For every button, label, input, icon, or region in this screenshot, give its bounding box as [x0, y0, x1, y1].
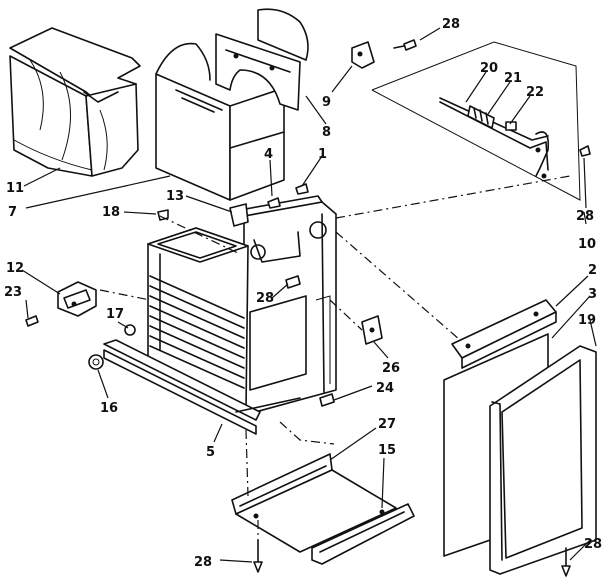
- callout-27: 27: [378, 417, 396, 432]
- callout-23: 23: [4, 285, 22, 300]
- door-frame-part-19: [489, 345, 597, 575]
- alignment-lines: [99, 175, 571, 540]
- callout-1: 1: [318, 147, 327, 162]
- callout-13: 13: [166, 189, 184, 204]
- screw-part-18: [157, 209, 169, 221]
- callout-17: 17: [106, 307, 124, 322]
- screw-part-4: [267, 197, 281, 209]
- screw-part-28-bottom: [253, 539, 263, 573]
- screw-part-28: [393, 39, 417, 51]
- clip-part-13: [229, 203, 249, 227]
- bag-clip-part-8: [215, 8, 309, 111]
- callout-28-bottom: 28: [194, 555, 212, 570]
- callout-4: 4: [264, 147, 273, 162]
- callout-15: 15: [378, 443, 396, 458]
- callout-3: 3: [588, 287, 597, 302]
- top-panel-part-10: [371, 41, 581, 201]
- callout-2: 2: [588, 263, 597, 278]
- callout-28-top: 28: [442, 17, 460, 32]
- callout-26: 26: [382, 361, 400, 376]
- drawer-tray-part-15: [231, 453, 415, 565]
- trim-strip-part-2: [451, 299, 557, 369]
- screw-part-28-bottom-right: [561, 547, 571, 577]
- callout-5: 5: [206, 445, 215, 460]
- leader-lines: [21, 27, 597, 563]
- callout-21: 21: [504, 71, 522, 86]
- callout-labels: 28 9 20 21 22 8 11 7 4 1 13 18 28 10 12 …: [4, 17, 602, 570]
- drawer-body: [147, 227, 249, 411]
- callout-18: 18: [102, 205, 120, 220]
- callout-12: 12: [6, 261, 24, 276]
- cabinet-frame-part-1: [239, 195, 337, 415]
- callout-28-bottom-right: 28: [584, 537, 602, 552]
- callout-28-right: 28: [576, 209, 594, 224]
- compactor-bag-part-11: [9, 27, 141, 177]
- clip-part-26: [361, 315, 383, 345]
- callout-24: 24: [376, 381, 394, 396]
- screw-part-24: [319, 393, 335, 407]
- hinge-bracket-part-12: [57, 281, 97, 317]
- callout-22: 22: [526, 85, 544, 100]
- callout-19: 19: [578, 313, 596, 328]
- callout-16: 16: [100, 401, 118, 416]
- callout-28-mid: 28: [256, 291, 274, 306]
- callout-10: 10: [578, 237, 596, 252]
- screw-part-23: [25, 315, 39, 327]
- screw-part-28-right: [579, 145, 591, 157]
- callout-8: 8: [322, 125, 331, 140]
- knob-part-16: [88, 354, 104, 370]
- bottom-rail-part-5: [103, 339, 301, 435]
- callout-11: 11: [6, 181, 24, 196]
- bracket-part-9: [351, 41, 375, 69]
- callout-7: 7: [8, 205, 17, 220]
- callout-20: 20: [480, 61, 498, 76]
- callout-9: 9: [322, 95, 331, 110]
